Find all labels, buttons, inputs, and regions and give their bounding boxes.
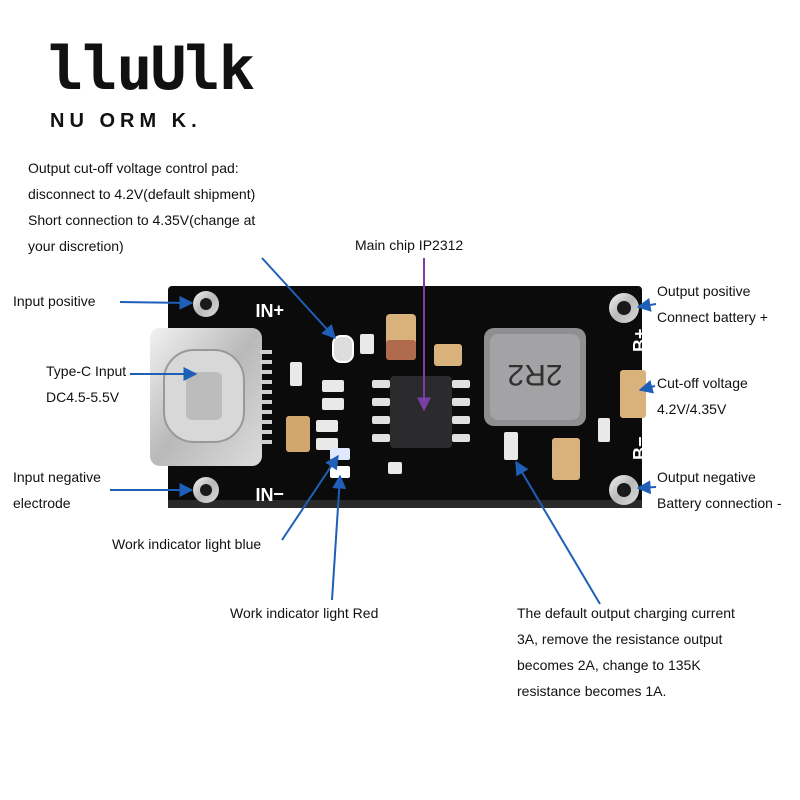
pad-output-positive — [609, 293, 639, 323]
callout-cutoff-pad: Output cut-off voltage control pad: disc… — [28, 160, 256, 254]
arrow-input-positive — [119, 295, 194, 310]
arrow-cutoff-pad — [261, 257, 336, 340]
led-blue — [330, 448, 350, 460]
callout-typec: Type-C Input DC4.5-5.5V — [46, 363, 127, 405]
capacitor-ceramic-3 — [286, 416, 310, 452]
arrow-cutoff-voltage — [638, 379, 656, 394]
silk-battery-positive: B+ — [630, 328, 650, 352]
cutoff-pad — [332, 335, 354, 363]
pad-input-positive — [193, 291, 219, 317]
callout-led-red: Work indicator light Red — [230, 605, 379, 621]
brand-wordmark: NU ORM K. — [50, 110, 202, 132]
inductor-marking: 2R2 — [507, 358, 562, 391]
inductor-2r2: 2R2 — [484, 328, 586, 426]
callout-output-positive: Output positive Connect battery + — [657, 283, 768, 325]
arrow-output-negative — [636, 480, 657, 495]
pad-input-negative — [193, 477, 219, 503]
callout-input-positive: Input positive — [13, 293, 96, 309]
typec-connector — [150, 328, 272, 466]
capacitor-ceramic-2 — [434, 344, 462, 366]
capacitor-ceramic-4 — [552, 438, 580, 480]
callout-output-negative: Output negative Battery connection - — [657, 469, 782, 511]
arrow-output-positive — [636, 298, 657, 312]
callout-cutoff-voltage: Cut-off voltage 4.2V/4.35V — [657, 375, 748, 417]
silk-input-negative: −NI — [255, 484, 284, 504]
arrow-led-blue — [281, 454, 339, 541]
main-chip-ip2312 — [372, 376, 470, 448]
brand-logo-mark: lluUlk — [48, 34, 255, 104]
arrow-current-resistor — [515, 460, 601, 605]
capacitor-cutoff — [620, 370, 646, 418]
silk-battery-negative: B− — [630, 436, 650, 460]
callout-input-negative: Input negative electrode — [13, 469, 101, 511]
silk-input-positive: +NI — [255, 300, 284, 320]
callout-led-blue: Work indicator light blue — [112, 536, 262, 552]
callout-main-chip: Main chip IP2312 — [355, 237, 464, 253]
callout-current-note: The default output charging current 3A, … — [517, 605, 735, 699]
arrow-led-red — [331, 474, 347, 601]
capacitor-ceramic-1 — [386, 314, 416, 360]
pad-output-negative — [609, 475, 639, 505]
